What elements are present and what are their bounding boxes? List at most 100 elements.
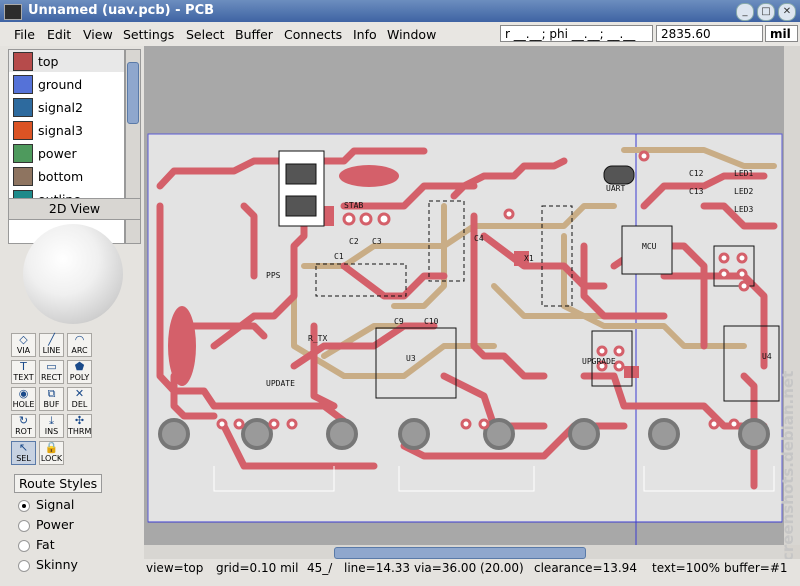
window-title: Unnamed (uav.pcb) - PCB [28, 3, 215, 18]
status-buffer: buffer=#1 [724, 561, 788, 575]
layer-swatch [13, 121, 33, 140]
layer-item-bottom[interactable]: bottom [9, 165, 124, 187]
canvas-horizontal-scrollbar[interactable] [144, 545, 784, 559]
menu-view[interactable]: View [83, 27, 113, 42]
label-u3: U3 [406, 354, 416, 363]
view-sphere[interactable] [23, 224, 123, 324]
app-icon [4, 4, 22, 20]
menu-file[interactable]: File [14, 27, 35, 42]
text-icon: T [20, 360, 27, 373]
buffer-icon: ⧉ [47, 387, 56, 400]
poly-tool[interactable]: ⬟POLY [67, 360, 92, 384]
unit-toggle[interactable]: mil [765, 25, 798, 42]
ins-tool[interactable]: ⤓INS [39, 414, 64, 438]
delete-icon: ✕ [74, 387, 85, 400]
lock-tool[interactable]: 🔒LOCK [39, 441, 64, 465]
menu-select[interactable]: Select [186, 27, 225, 42]
poly-icon: ⬟ [74, 360, 85, 373]
status-view: view=top [146, 561, 204, 575]
via-tool[interactable]: ◇VIA [11, 333, 36, 357]
tool-label: SEL [16, 454, 31, 463]
scrollbar-thumb[interactable] [334, 547, 586, 559]
tool-label: TEXT [13, 373, 34, 382]
layer-list-scrollbar[interactable] [125, 49, 141, 244]
hole-tool[interactable]: ◉HOLE [11, 387, 36, 411]
menu-edit[interactable]: Edit [47, 27, 72, 42]
rect-icon: ▭ [46, 360, 57, 373]
radio-icon [18, 540, 30, 552]
label-rtx: R_TX [308, 334, 327, 343]
cursor-position: 2835.60 2250.30 [656, 25, 763, 58]
tool-label: HOLE [12, 400, 35, 409]
menu-buffer[interactable]: Buffer [235, 27, 273, 42]
pcb-drawing[interactable]: STAB C1 C3 C2 C4 X1 PPS UART MCU R_TX C9… [144, 46, 784, 545]
status-bar: view=top grid=0.10 mil 45_/ line=14.33 v… [144, 559, 800, 586]
layer-item-ground[interactable]: ground [9, 73, 124, 95]
layer-swatch [13, 75, 33, 94]
via-icon: ◇ [19, 333, 28, 346]
radio-icon [18, 560, 30, 572]
layer-item-top[interactable]: top [9, 50, 124, 72]
layer-list: top ground signal2 signal3 power bottom … [8, 49, 125, 244]
layer-label: ground [38, 77, 83, 92]
label-c9: C9 [394, 317, 404, 326]
layer-label: signal3 [38, 123, 83, 138]
label-pps: PPS [266, 271, 281, 280]
status-clearance: clearance=13.94 [534, 561, 637, 575]
buf-tool[interactable]: ⧉BUF [39, 387, 64, 411]
close-button[interactable]: ✕ [778, 3, 796, 21]
pcb-canvas[interactable]: STAB C1 C3 C2 C4 X1 PPS UART MCU R_TX C9… [144, 46, 784, 545]
bottom-traces [291, 147, 777, 379]
rect-tool[interactable]: ▭RECT [39, 360, 64, 384]
label-led2: LED2 [734, 187, 753, 196]
del-tool[interactable]: ✕DEL [67, 387, 92, 411]
line-icon: ╱ [48, 333, 55, 346]
tool-label: ROT [15, 427, 32, 436]
line-tool[interactable]: ╱LINE [39, 333, 64, 357]
menu-info[interactable]: Info [353, 27, 377, 42]
route-style-signal[interactable]: Signal [18, 496, 138, 514]
canvas-vertical-scrollbar[interactable] [784, 46, 800, 545]
status-grid: grid=0.10 mil [216, 561, 299, 575]
tool-label: RECT [40, 373, 63, 382]
scrollbar-thumb[interactable] [127, 62, 139, 124]
layer-item-signal2[interactable]: signal2 [9, 96, 124, 118]
tool-label: ARC [71, 346, 88, 355]
components [278, 150, 780, 402]
sel-tool[interactable]: ↖SEL [11, 441, 36, 465]
radio-label: Skinny [36, 557, 78, 572]
menu-connects[interactable]: Connects [284, 27, 343, 42]
label-c4: C4 [474, 234, 484, 243]
menu-settings[interactable]: Settings [123, 27, 175, 42]
menu-window[interactable]: Window [387, 27, 437, 42]
route-style-power[interactable]: Power [18, 516, 138, 534]
minimize-button[interactable]: _ [736, 3, 754, 21]
rot-tool[interactable]: ↻ROT [11, 414, 36, 438]
radio-label: Fat [36, 537, 55, 552]
label-mcu: MCU [642, 242, 657, 251]
tool-label: VIA [16, 346, 31, 355]
thrm-tool[interactable]: ✣THRM [67, 414, 92, 438]
layer-item-signal3[interactable]: signal3 [9, 119, 124, 141]
maximize-button[interactable]: □ [757, 3, 775, 21]
arc-tool[interactable]: ◠ARC [67, 333, 92, 357]
route-style-skinny[interactable]: Skinny [18, 556, 138, 574]
silk-labels: STAB C1 C3 C2 C4 X1 PPS UART MCU R_TX C9… [266, 169, 772, 388]
vias [216, 150, 750, 430]
hole-icon: ◉ [18, 387, 29, 400]
layer-swatch [13, 52, 33, 71]
label-c3: C3 [372, 237, 382, 246]
layer-swatch [13, 167, 33, 186]
label-stab: STAB [344, 201, 363, 210]
label-upgrade: UPGRADE [582, 357, 616, 366]
route-styles-title[interactable]: Route Styles [14, 474, 103, 493]
layer-item-power[interactable]: power [9, 142, 124, 164]
arrow-icon: ↖ [18, 441, 29, 454]
view-2d-button[interactable]: 2D View [8, 198, 141, 220]
label-c1: C1 [334, 252, 344, 261]
label-led1: LED1 [734, 169, 753, 178]
tool-label: POLY [69, 373, 90, 382]
watermark-text-graphic: screenshots.debian.net [779, 371, 797, 570]
route-style-fat[interactable]: Fat [18, 536, 138, 554]
